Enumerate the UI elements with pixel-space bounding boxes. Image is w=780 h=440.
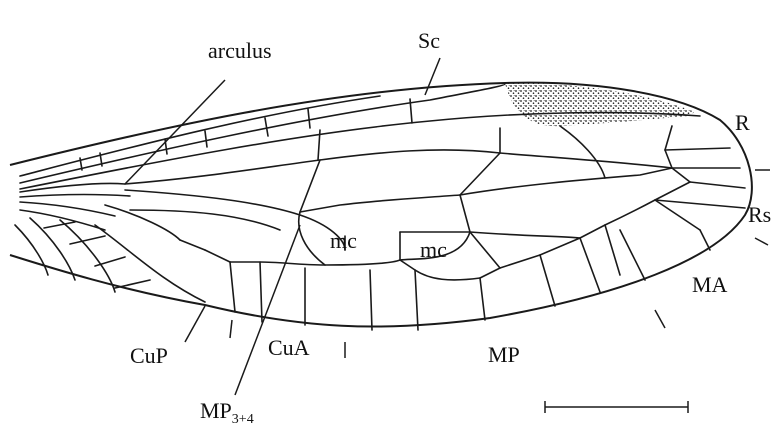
scale-bar: [545, 401, 688, 413]
vein-c-stem: [20, 96, 380, 176]
vein-m-stem: [125, 190, 345, 250]
label-mp: MP: [488, 342, 520, 367]
label-mp34: MP3+4: [200, 398, 254, 427]
label-sc: Sc: [418, 28, 440, 53]
cup-leader: [185, 306, 205, 342]
arculus-leader: [125, 80, 225, 184]
cell-network: [299, 126, 745, 280]
mp34-leader: [235, 225, 300, 395]
label-mp34-main: MP: [200, 398, 232, 423]
label-cua: CuA: [268, 335, 310, 360]
label-mc-right: mc: [420, 237, 447, 262]
sc-leader: [425, 58, 440, 95]
costal-crossveins: [80, 99, 412, 170]
pterostigma: [505, 83, 695, 126]
label-rs: Rs: [748, 202, 771, 227]
label-cup: CuP: [130, 343, 168, 368]
label-ma: MA: [692, 272, 728, 297]
vein-cu-stem: [130, 210, 280, 230]
label-r: R: [735, 110, 750, 135]
vein-r: [20, 113, 700, 189]
label-mp34-sub: 3+4: [232, 412, 254, 427]
label-mc-left: mc: [330, 228, 357, 253]
label-arculus: arculus: [208, 38, 272, 63]
